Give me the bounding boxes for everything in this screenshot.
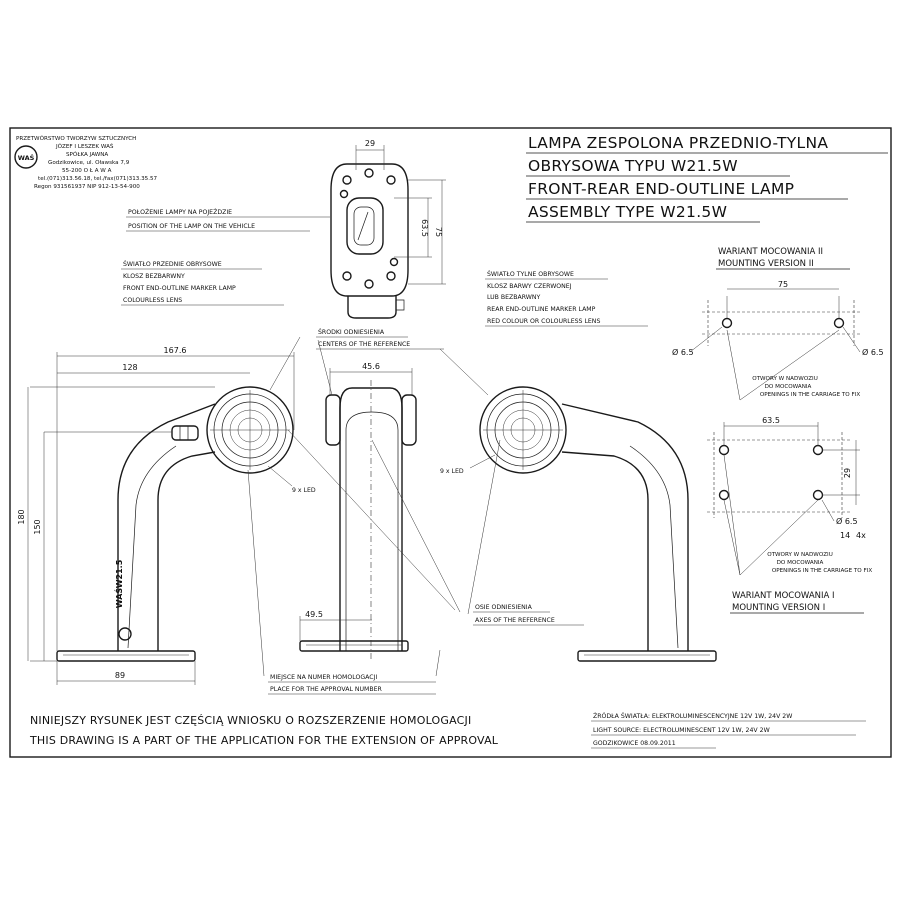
ref-centre-en: CENTERS OF THE REFERENCE [318,341,410,348]
rear-lamp-label: ŚWIATŁO TYLNE OBRYSOWE KLOSZ BARWY CZERW… [485,269,648,327]
ref-axis-en: AXES OF THE REFERENCE [475,617,555,624]
company-logo [14,145,38,169]
rear-label-en-1: REAR END-OUTLINE MARKER LAMP [487,306,596,313]
title-line-1: LAMPA ZESPOLONA PRZEDNIO-TYLNA [528,134,828,152]
ref-axis-pl: OSIE ODNIESIENIA [475,604,533,611]
position-label-pl: POŁOŻENIE LAMPY NA POJEŹDZIE [128,207,232,216]
right-side-view: 9 x LED [440,386,717,662]
position-label: POŁOŻENIE LAMPY NA POJEŹDZIE POSITION OF… [126,207,330,232]
footer-source-pl: ŹRÓDŁA ŚWIATŁA: ELEKTROLUMINESCENCYJNE 1… [593,711,792,720]
approval-label-pl: MIEJSCE NA NUMER HOMOLOGACJI [270,674,377,681]
mount-i-note-2: DO MOCOWANIA [777,560,824,566]
company-line-5: 55-200 O Ł A W A [62,168,112,174]
mount-i-title-pl: WARIANT MOCOWANIA I [732,591,835,601]
led-label-right: 9 x LED [440,468,464,475]
company-logo-text: WAŚ [18,153,35,162]
left-side-view: WAŚ W21.5 9 x LED 167.6 128 180 150 89 [17,346,316,685]
mount-ii-title-pl: WARIANT MOCOWANIA II [718,247,823,257]
company-line-3: SPÓŁKA JAWNA [66,151,108,158]
mount-ii-dim-width: 75 [778,280,788,289]
dim-front-width: 45.6 [362,362,380,371]
rear-label-pl-3: LUB BEZBARWNY [487,294,541,301]
mount-i-dim-height: 29 [843,468,852,478]
footer-date: GODZIKOWICE 08.09.2011 [593,740,676,747]
reference-centres-label: ŚRODKI ODNIESIENIA CENTERS OF THE REFERE… [316,327,444,350]
top-view: 29 63.5 75 [330,139,446,319]
dim-top-width: 29 [365,139,375,148]
company-block: WAŚ PRZETWÓRSTWO TWORZYW SZTUCZNYCH JÓZE… [14,135,158,190]
front-label-en-1: FRONT END-OUTLINE MARKER LAMP [123,285,236,292]
mounting-version-i: 63.5 29 Ø 6.5 4x 14 OTWORY W NADWOZIU DO… [707,416,873,614]
mount-i-title-en: MOUNTING VERSION I [732,603,825,613]
title-line-2: OBRYSOWA TYPU W21.5W [528,157,738,175]
dim-top-h1: 63.5 [420,219,429,237]
front-label-pl-1: ŚWIATŁO PRZEDNIE OBRYSOWE [123,259,222,268]
company-line-2: JÓZEF I LESZEK WAŚ [55,143,114,150]
lamp-mark-1: WAŚ [113,588,124,609]
footer-note-pl: NINIEJSZY RYSUNEK JEST CZĘŚCIĄ WNIOSKU O… [30,714,471,727]
mount-i-hole: Ø 6.5 [836,516,858,526]
lamp-mark-2: W21.5 [115,559,124,588]
footer-block: NINIEJSZY RYSUNEK JEST CZĘŚCIĄ WNIOSKU O… [29,711,866,749]
front-label-en-2: COLOURLESS LENS [123,297,182,304]
approval-label: MIEJSCE NA NUMER HOMOLOGACJI PLACE FOR T… [268,674,436,695]
dim-body-height: 150 [33,519,42,534]
dim-overall-width: 167.6 [164,346,187,355]
dim-arm-width: 128 [122,363,137,372]
dim-foot-width: 49.5 [305,610,323,619]
dim-total-height: 180 [17,509,26,524]
rear-label-en-2: RED COLOUR OR COLOURLESS LENS [487,318,600,325]
mount-ii-note-2: DO MOCOWANIA [765,384,812,390]
mount-i-note-3: OPENINGS IN THE CARRIAGE TO FIX [772,568,873,574]
footer-note-en: THIS DRAWING IS A PART OF THE APPLICATIO… [29,734,499,747]
mount-i-dim-small: 14 [840,531,850,540]
company-line-6: tel.(071)313.56.18, tel./fax(071)313.35.… [38,176,158,182]
reference-axes-label: OSIE ODNIESIENIA AXES OF THE REFERENCE [473,604,584,626]
mount-i-dim-width: 63.5 [762,416,780,425]
company-line-4: Godzikowice, ul. Oławska 7,9 [48,160,130,166]
title-line-3: FRONT-REAR END-OUTLINE LAMP [528,180,794,198]
mount-ii-hole-left: Ø 6.5 [672,347,694,357]
mount-ii-note-1: OTWORY W NADWOZIU [752,376,818,382]
reference-leaders [247,336,501,677]
mounting-version-ii: WARIANT MOCOWANIA II MOUNTING VERSION II… [672,247,884,401]
rear-label-pl-1: ŚWIATŁO TYLNE OBRYSOWE [487,269,574,278]
front-label-pl-2: KLOSZ BEZBARWNY [123,273,185,280]
company-line-7: Regon 931561937 NIP 912-13-54-900 [34,184,140,190]
footer-source-en: LIGHT SOURCE: ELECTROLUMINESCENT 12V 1W,… [593,727,770,734]
approval-label-en: PLACE FOR THE APPROVAL NUMBER [270,686,383,693]
ref-centre-pl: ŚRODKI ODNIESIENIA [318,327,385,336]
mount-ii-hole-right: Ø 6.5 [862,347,884,357]
mount-i-count: 4x [856,531,866,540]
position-label-en: POSITION OF THE LAMP ON THE VEHICLE [128,223,255,230]
mount-ii-note-3: OPENINGS IN THE CARRIAGE TO FIX [760,392,861,398]
company-line-1: PRZETWÓRSTWO TWORZYW SZTUCZNYCH [16,135,136,142]
led-label-left: 9 x LED [292,487,316,494]
drawing-frame [9,127,892,758]
title-block: LAMPA ZESPOLONA PRZEDNIO-TYLNA OBRYSOWA … [526,134,888,223]
mount-ii-title-en: MOUNTING VERSION II [718,259,814,269]
dim-base-width: 89 [115,671,125,680]
front-lamp-label: ŚWIATŁO PRZEDNIE OBRYSOWE KLOSZ BEZBARWN… [121,259,284,306]
title-line-4: ASSEMBLY TYPE W21.5W [528,203,727,221]
front-view: 45.6 49.5 [299,362,417,660]
mount-i-note-1: OTWORY W NADWOZIU [767,552,833,558]
rear-label-pl-2: KLOSZ BARWY CZERWONEJ [487,283,572,290]
dim-top-h2: 75 [434,227,443,237]
